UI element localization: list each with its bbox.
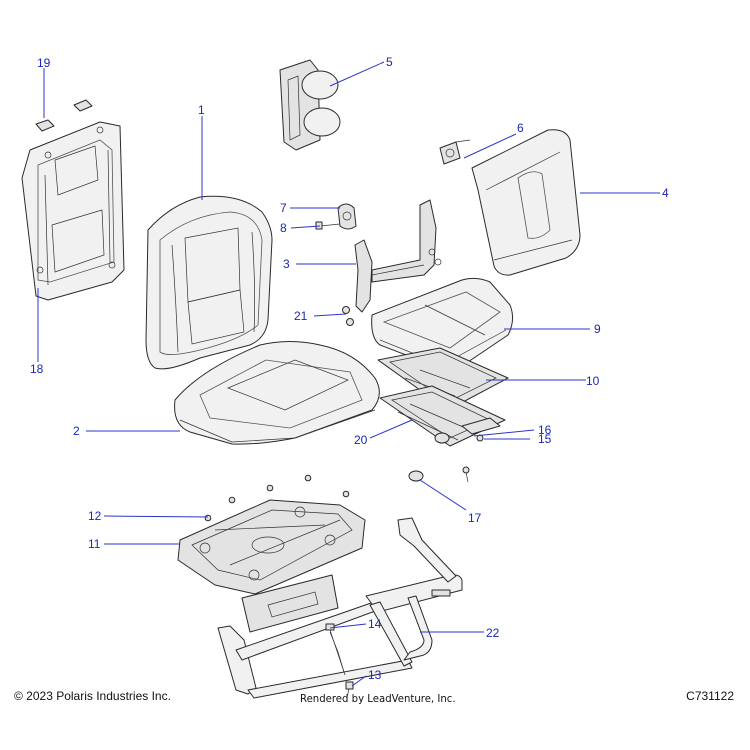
callout-6: 6: [517, 121, 524, 135]
part-6-recliner-knob[interactable]: [439, 139, 471, 165]
copyright-text: © 2023 Polaris Industries Inc.: [14, 689, 171, 703]
part-8-bolt[interactable]: [315, 221, 341, 230]
callout-4: 4: [662, 186, 669, 200]
callout-2: 2: [73, 424, 80, 438]
callout-9: 9: [594, 322, 601, 336]
part-18-seat-back-panel[interactable]: [21, 121, 125, 301]
part-4-seat-back-shell[interactable]: [471, 129, 581, 276]
leader-lines: [37, 61, 660, 687]
callout-7: 7: [280, 201, 287, 215]
part-3-hinge-frame[interactable]: [354, 199, 442, 313]
part-5-lumbar-support[interactable]: [279, 59, 341, 151]
part-9-seat-cushion-top[interactable]: [371, 277, 514, 371]
part-2-seat-bottom-cushion[interactable]: [174, 341, 380, 445]
callout-8: 8: [280, 221, 287, 235]
callout-10: 10: [586, 374, 600, 388]
callout-1: 1: [198, 103, 205, 117]
callout-22: 22: [486, 626, 500, 640]
callout-3: 3: [283, 257, 290, 271]
part-12-fasteners[interactable]: [204, 474, 350, 522]
part-11-seat-base[interactable]: [177, 499, 366, 595]
callout-13: 13: [368, 668, 382, 682]
callout-18: 18: [30, 362, 44, 376]
callout-16: 16: [538, 423, 552, 437]
rendered-by-text: Rendered by LeadVenture, Inc.: [300, 692, 456, 705]
callout-5: 5: [386, 55, 393, 69]
part-14-spring[interactable]: [329, 631, 345, 673]
part-17-grommets[interactable]: [408, 432, 450, 482]
part-19-clips[interactable]: [35, 99, 93, 132]
callout-12: 12: [88, 509, 102, 523]
callout-labels: 19 18 1 2 3 4 5 6 7 8 9 10 16 15 20 17 2…: [30, 55, 669, 682]
part-7-pivot-bracket[interactable]: [337, 203, 357, 230]
callout-17: 17: [468, 511, 482, 525]
callout-14: 14: [368, 617, 382, 631]
part-1-seat-back-cushion[interactable]: [145, 195, 273, 370]
part-21-bolts[interactable]: [342, 306, 354, 326]
part-22-seat-frame[interactable]: [217, 517, 463, 699]
diagram-id: C731122: [686, 689, 734, 703]
callout-15: 15: [538, 432, 552, 446]
callout-21: 21: [294, 309, 308, 323]
callout-20: 20: [354, 433, 368, 447]
callout-19: 19: [37, 56, 51, 70]
part-16-bracket[interactable]: [461, 417, 501, 435]
callout-11: 11: [88, 537, 101, 551]
part-15-screws[interactable]: [462, 434, 484, 483]
